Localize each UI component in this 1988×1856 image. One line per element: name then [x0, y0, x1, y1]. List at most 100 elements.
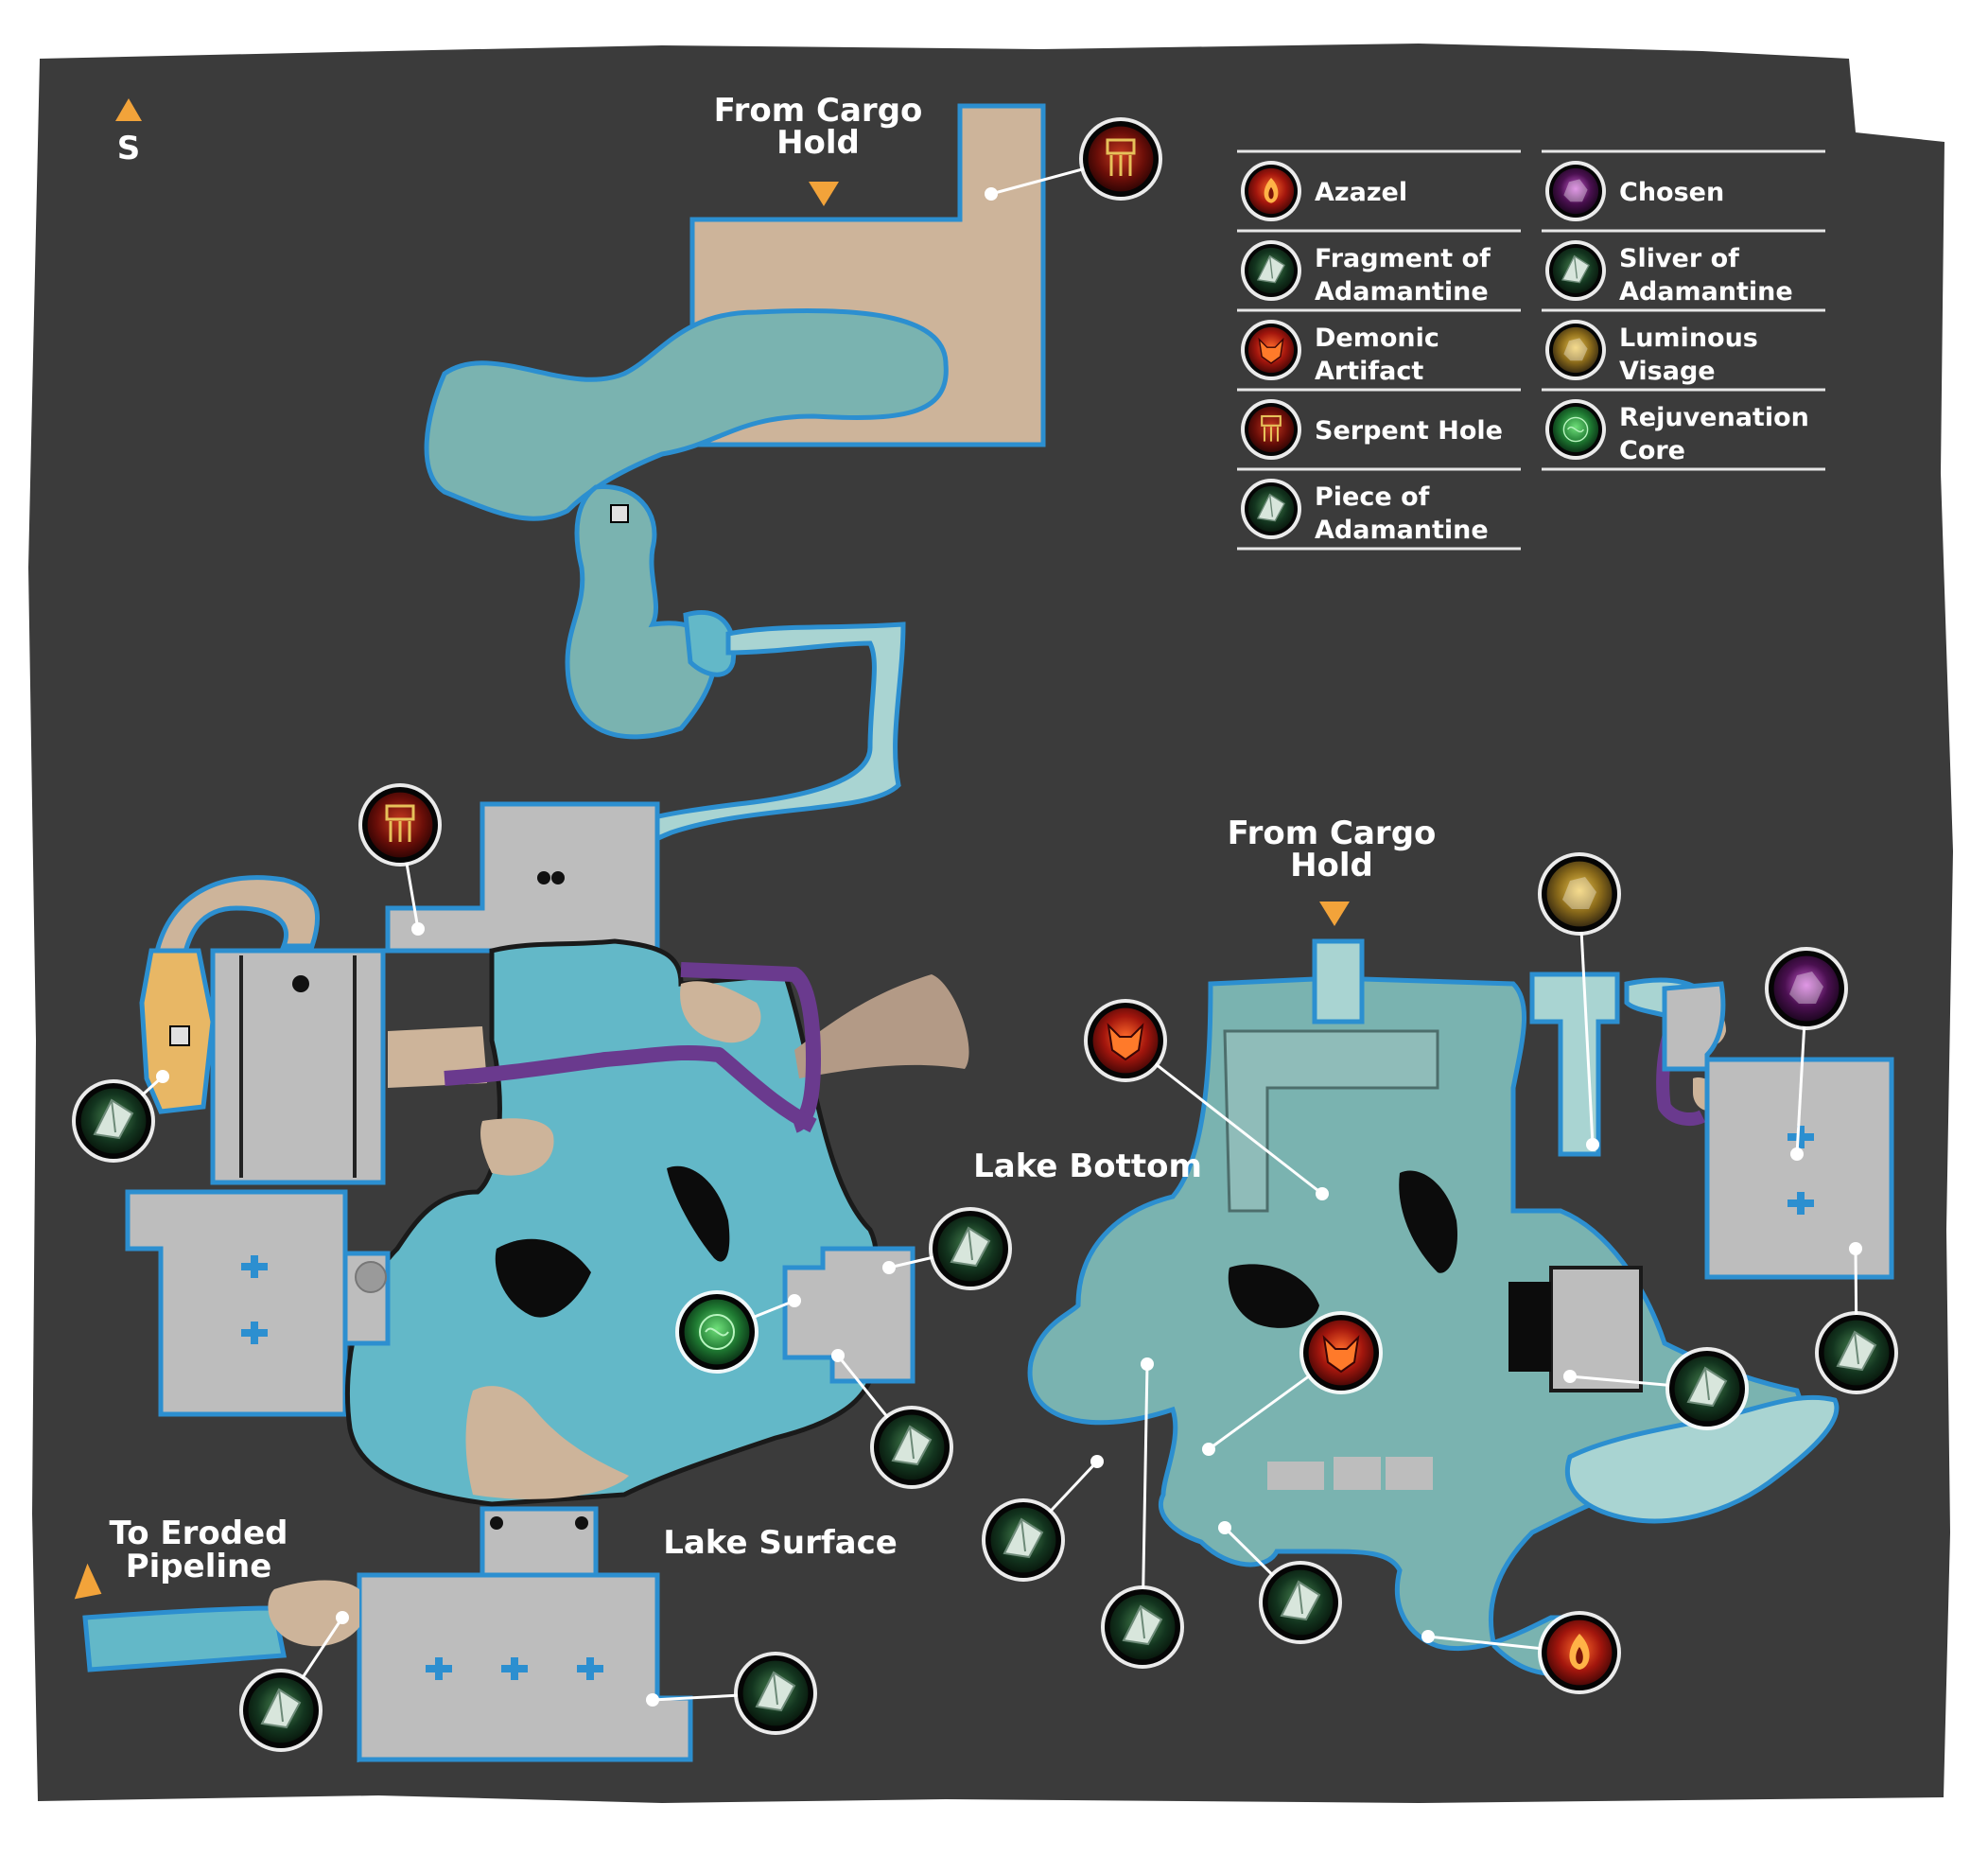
lake-bottom-area	[1027, 938, 1894, 1677]
azazel-icon	[1538, 1611, 1621, 1694]
blue-grotto	[683, 609, 737, 677]
fragment-of-adamantine-icon	[982, 1498, 1065, 1582]
lake-bottom-stair-nook	[1312, 938, 1365, 1024]
luminous-visage-icon	[1545, 320, 1606, 380]
vault-cross-a	[241, 1255, 268, 1278]
to-eroded-pipeline-label-2: Pipeline	[126, 1548, 272, 1585]
from-cargo-hold-top-label: From Cargo	[714, 92, 923, 130]
legend-label-chosen: Chosen	[1619, 178, 1724, 207]
piece-of-adamantine-icon	[734, 1652, 817, 1735]
east-vault-cross	[1787, 1126, 1814, 1148]
azazel-icon	[1241, 161, 1301, 221]
cave-marker-square	[610, 504, 629, 523]
marker-anchor-dot	[1218, 1521, 1231, 1534]
vault-cross-b	[241, 1322, 268, 1344]
sand-island-south	[465, 1386, 629, 1499]
compass-label: S	[117, 130, 141, 167]
chosen-icon	[1765, 947, 1848, 1030]
luminous-visage-icon	[1538, 852, 1621, 936]
demonic-artifact-icon	[1299, 1311, 1383, 1394]
legend-item-piece: Piece of Adamantine	[1241, 479, 1489, 545]
marker-anchor-dot	[1202, 1443, 1215, 1456]
piece-of-adamantine-icon	[1241, 479, 1301, 539]
map-labels: S From Cargo Hold From Cargo Hold To Ero…	[74, 92, 1437, 1600]
legend-label-piece: Piece of	[1315, 482, 1430, 512]
lake-bottom-black-rock	[1228, 1264, 1319, 1328]
legend-label-piece: Adamantine	[1315, 516, 1489, 545]
rejuvenation-core-icon	[1545, 399, 1606, 460]
exit-arrow-icon	[74, 1563, 102, 1600]
lake-bottom-east-corridor	[1529, 972, 1620, 1157]
legend-label-azazel: Azazel	[1315, 178, 1407, 207]
lake-bottom-inner-room	[1549, 1266, 1643, 1392]
south-gate-pit	[490, 1516, 503, 1530]
lake-bottom-pale-chambers	[1223, 1029, 1439, 1213]
east-vault-cross	[1787, 1192, 1814, 1215]
lake-bottom-dark-cell	[1508, 1282, 1551, 1372]
legend-label-demonic: Demonic	[1315, 324, 1439, 353]
hall-pit	[292, 975, 309, 992]
fragment-of-adamantine-icon	[870, 1406, 953, 1489]
marker-anchor-dot	[1090, 1455, 1104, 1468]
from-cargo-hold-right-label: From Cargo	[1228, 814, 1437, 852]
marker-anchor-dot	[882, 1261, 896, 1274]
from-cargo-hold-right-label-2: Hold	[1290, 847, 1373, 884]
legend-label-sliver: Sliver of	[1619, 244, 1739, 273]
legend-label-visage: Luminous	[1619, 324, 1758, 353]
sand-island-north	[680, 981, 761, 1043]
lake-surface-label: Lake Surface	[663, 1524, 898, 1562]
lake-surface-area	[82, 801, 969, 1763]
gate-room-pit	[537, 871, 550, 884]
piece-of-adamantine-icon	[1101, 1585, 1184, 1669]
marker-anchor-dot	[1586, 1138, 1599, 1151]
fragment-of-adamantine-icon	[1665, 1347, 1749, 1430]
sliver-of-adamantine-icon	[1545, 240, 1606, 301]
compass-arrow-icon	[115, 98, 142, 121]
marker-leader-line	[1141, 1363, 1149, 1628]
marker-anchor-dot	[1790, 1147, 1804, 1161]
marker-anchor-dot	[336, 1611, 349, 1624]
marker-anchor-dot	[646, 1693, 659, 1707]
entry-arrow-icon	[1319, 902, 1350, 926]
marker-anchor-dot	[985, 187, 998, 201]
marker-anchor-dot	[1141, 1357, 1154, 1371]
piece-of-adamantine-icon	[1815, 1311, 1898, 1394]
marker-anchor-dot	[411, 922, 425, 936]
lake-bottom-stairs	[1267, 1457, 1433, 1490]
black-rock-a	[495, 1238, 591, 1318]
serpent-hole-icon	[1079, 117, 1162, 201]
legend-label-visage: Visage	[1619, 357, 1716, 386]
lake-bottom-label: Lake Bottom	[973, 1147, 1202, 1185]
rejuvenation-core-icon	[675, 1290, 759, 1374]
legend-item-chosen: Chosen	[1545, 161, 1724, 221]
orange-passage	[152, 875, 320, 958]
sand-island-center	[480, 1118, 554, 1176]
fragment-of-adamantine-icon	[1241, 240, 1301, 301]
golden-chamber-marker	[169, 1025, 190, 1046]
demonic-artifact-icon	[1241, 320, 1301, 380]
legend-label-core: Rejuvenation	[1619, 403, 1809, 432]
east-room-small	[782, 1246, 916, 1384]
black-rock-b	[667, 1165, 730, 1262]
upper-cave-pool	[424, 308, 949, 521]
sliver-of-adamantine-icon	[929, 1207, 1012, 1290]
legend-item-serpent: Serpent Hole	[1241, 399, 1503, 460]
from-cargo-hold-top-label-2: Hold	[776, 124, 860, 162]
pipeline-channel	[82, 1605, 288, 1672]
south-hall-cross	[426, 1657, 452, 1680]
legend-label-sliver: Adamantine	[1619, 277, 1793, 306]
fragment-of-adamantine-icon	[239, 1669, 323, 1752]
pipeline-sand	[268, 1580, 359, 1647]
cave-passage-north	[565, 483, 718, 740]
marker-leader-line	[1578, 893, 1595, 1146]
lake-bottom-east-vault	[1704, 1057, 1894, 1280]
marker-anchor-dot	[1563, 1370, 1577, 1383]
south-hall-cross	[577, 1657, 603, 1680]
south-hall-cross	[501, 1657, 528, 1680]
